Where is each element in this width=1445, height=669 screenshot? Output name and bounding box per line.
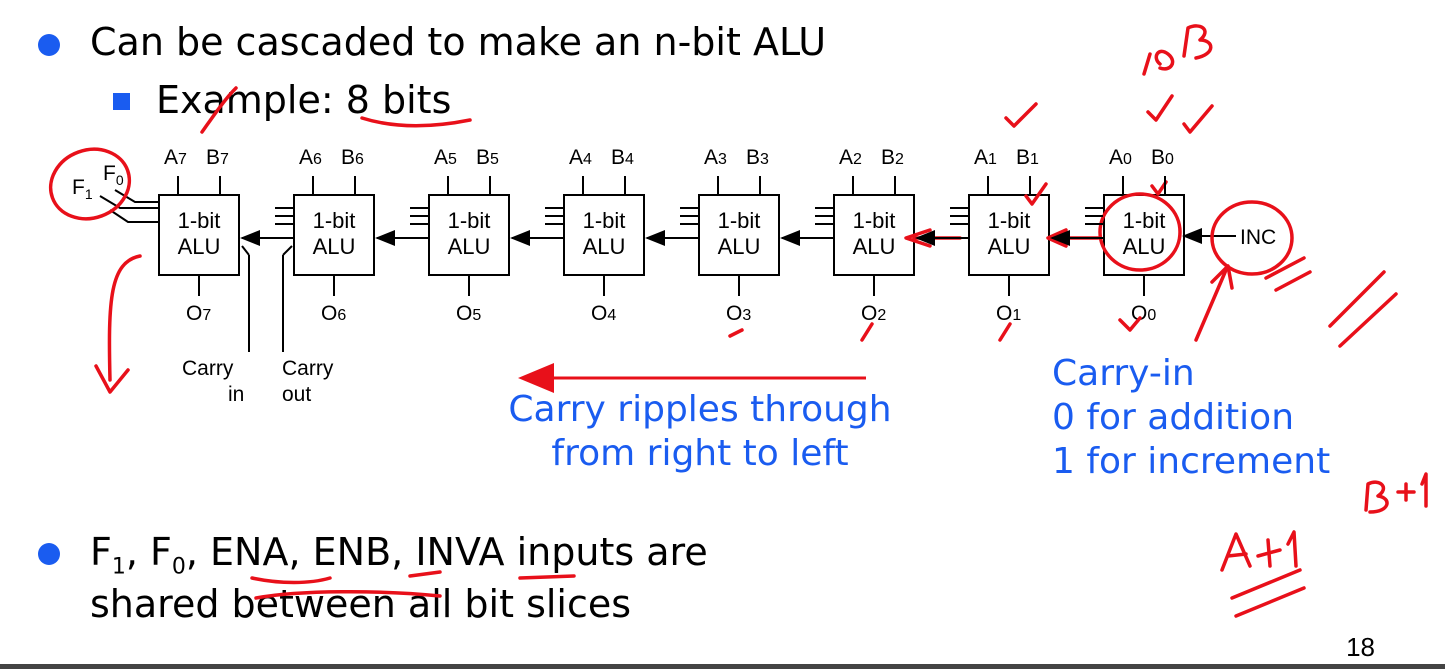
input-b-label: B3 (746, 146, 769, 169)
alu-slice-label: 1-bit (177, 208, 221, 233)
input-a-label: A5 (434, 146, 457, 169)
input-a-label: A1 (974, 146, 997, 169)
alu-slice-label: ALU (582, 234, 626, 259)
output-label: O2 (861, 302, 887, 325)
carry-out-wire-bend (282, 245, 293, 256)
alu-slice-label: 1-bit (447, 208, 491, 233)
ripple-note: Carry ripples through from right to left (508, 389, 892, 474)
f0-wire (114, 189, 158, 203)
input-b-label: B2 (881, 146, 904, 169)
carry-in-label: Carry in (182, 357, 245, 406)
alu-slice-label: ALU (447, 234, 491, 259)
alu-slice-label: ALU (312, 234, 356, 259)
alu-slice-label: 1-bit (582, 208, 626, 233)
input-b-label: B4 (611, 146, 634, 169)
input-a-label: A3 (704, 146, 727, 169)
input-b-label: B0 (1151, 146, 1174, 169)
f1-wire (99, 195, 158, 209)
alu-slice-label: 1-bit (852, 208, 896, 233)
input-a-label: A0 (1109, 146, 1132, 169)
alu-slice-label: 1-bit (987, 208, 1031, 233)
bullet-text: Can be cascaded to make an n-bit ALU (90, 20, 827, 64)
bullet-dot (38, 543, 60, 565)
output-label: O4 (591, 302, 617, 325)
alu-slice-label: ALU (177, 234, 221, 259)
bullet-text-line1: F1, F0, ENA, ENB, INVA inputs are (90, 530, 708, 580)
f0-label: F0 (103, 162, 124, 189)
f1-label: F1 (72, 176, 93, 203)
input-b-label: B5 (476, 146, 499, 169)
output-label: O1 (996, 302, 1022, 325)
alu-slice-label: 1-bit (717, 208, 761, 233)
input-a-label: A6 (299, 146, 322, 169)
input-b-label: B1 (1016, 146, 1039, 169)
alu-slice-label: ALU (987, 234, 1031, 259)
alu-slice-label: 1-bit (1122, 208, 1166, 233)
output-label: O7 (186, 302, 212, 325)
bullet-text-line2: shared between all bit slices (90, 582, 632, 626)
sub-bullet-square (113, 93, 130, 110)
input-a-label: A7 (164, 146, 187, 169)
page-number: 18 (1346, 632, 1375, 662)
output-label: O5 (456, 302, 482, 325)
input-a-label: A4 (569, 146, 592, 169)
alu-slice-label: 1-bit (312, 208, 356, 233)
bullet-dot (38, 34, 60, 56)
f-wire (109, 209, 158, 223)
input-b-label: B7 (206, 146, 229, 169)
input-b-label: B6 (341, 146, 364, 169)
sub-bullet-text: Example: 8 bits (156, 78, 452, 122)
carry-in-wire-bend (241, 245, 250, 256)
input-a-label: A2 (839, 146, 862, 169)
footer-rule (0, 664, 1445, 669)
alu-slice-label: ALU (717, 234, 761, 259)
output-label: O3 (726, 302, 752, 325)
output-label: O6 (321, 302, 347, 325)
carry-in-note: Carry-in 0 for addition 1 for increment (1052, 353, 1331, 482)
output-label: O0 (1131, 302, 1157, 325)
inc-label: INC (1240, 226, 1277, 249)
alu-slice-label: ALU (852, 234, 896, 259)
carry-out-label: Carry out (282, 357, 334, 406)
handwriting (48, 24, 1428, 618)
alu-slice-label: ALU (1122, 234, 1166, 259)
